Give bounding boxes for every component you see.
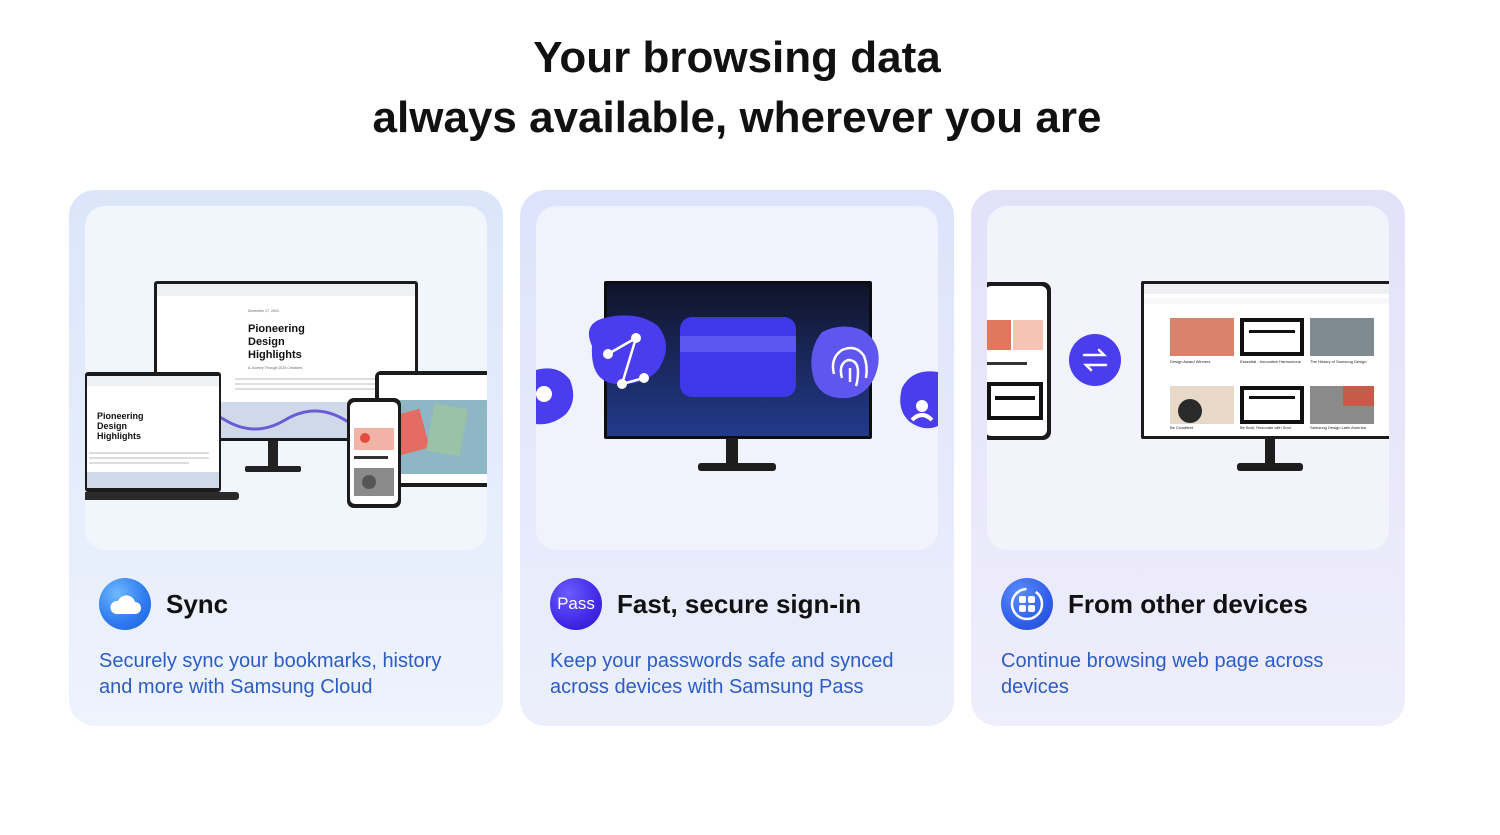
pass-description: Keep your passwords safe and synced acro… <box>550 650 894 698</box>
caption-3: The History of Samsung Design <box>1310 359 1366 364</box>
pass-title: Fast, secure sign-in <box>617 588 862 619</box>
monitor-article-date: December 17, 2024 <box>248 309 279 313</box>
laptop-article-title-2: Design <box>97 421 127 431</box>
devices-illustration: Design Award Winners Essential - Innovat… <box>987 206 1389 550</box>
secure-sign-in-illustration <box>536 281 938 471</box>
laptop-article-title-1: Pioneering <box>97 411 144 421</box>
sync-title: Sync <box>166 588 229 619</box>
swap-arrows-icon <box>1069 334 1121 386</box>
devices-title-row: From other devices <box>1001 578 1308 630</box>
sync-card[interactable]: Pioneering Design Highlights December 17… <box>69 190 503 726</box>
headline-line-1: Your browsing data <box>533 33 941 82</box>
caption-5: Be Bold, Resonate with Soul <box>1240 425 1291 430</box>
devices-title: From other devices <box>1068 588 1308 619</box>
devices-card[interactable]: Design Award Winners Essential - Innovat… <box>971 190 1405 726</box>
caption-6: Samsung Design Latin America <box>1310 425 1367 430</box>
continuity-icon <box>1001 578 1053 630</box>
sync-illustration: Pioneering Design Highlights December 17… <box>85 206 487 550</box>
samsung-pass-icon: Pass <box>550 578 602 630</box>
cloud-icon <box>99 578 151 630</box>
laptop-article-title-3: Highlights <box>97 431 141 441</box>
pass-illustration <box>536 206 938 550</box>
monitor-article-title-1: Pioneering <box>248 323 305 335</box>
headline-line-2: always available, wherever you are <box>372 93 1102 142</box>
devices-description: Continue browsing web page across device… <box>1001 650 1324 698</box>
caption-4: Be Crowfleet <box>1170 425 1194 430</box>
multi-device-sync-illustration: Pioneering Design Highlights December 17… <box>85 281 487 508</box>
monitor-article-title-3: Highlights <box>248 349 302 361</box>
page-headline: Your browsing data always available, whe… <box>0 28 1474 148</box>
sync-description: Securely sync your bookmarks, history an… <box>99 650 442 698</box>
sync-title-row: Sync <box>99 578 228 630</box>
pass-card[interactable]: Pass Fast, secure sign-in Keep your pass… <box>520 190 954 726</box>
continue-browsing-illustration: Design Award Winners Essential - Innovat… <box>987 281 1389 471</box>
key-blob-icon <box>588 315 666 385</box>
monitor-article-title-2: Design <box>248 336 285 348</box>
caption-1: Design Award Winners <box>1170 359 1210 364</box>
pass-icon-text: Pass <box>557 594 595 613</box>
monitor-article-subtitle: A Journey Through 2024 Creations <box>248 366 302 370</box>
pass-title-row: Pass Fast, secure sign-in <box>550 578 861 630</box>
caption-2: Essential - Innovative Harmonious <box>1240 359 1301 364</box>
